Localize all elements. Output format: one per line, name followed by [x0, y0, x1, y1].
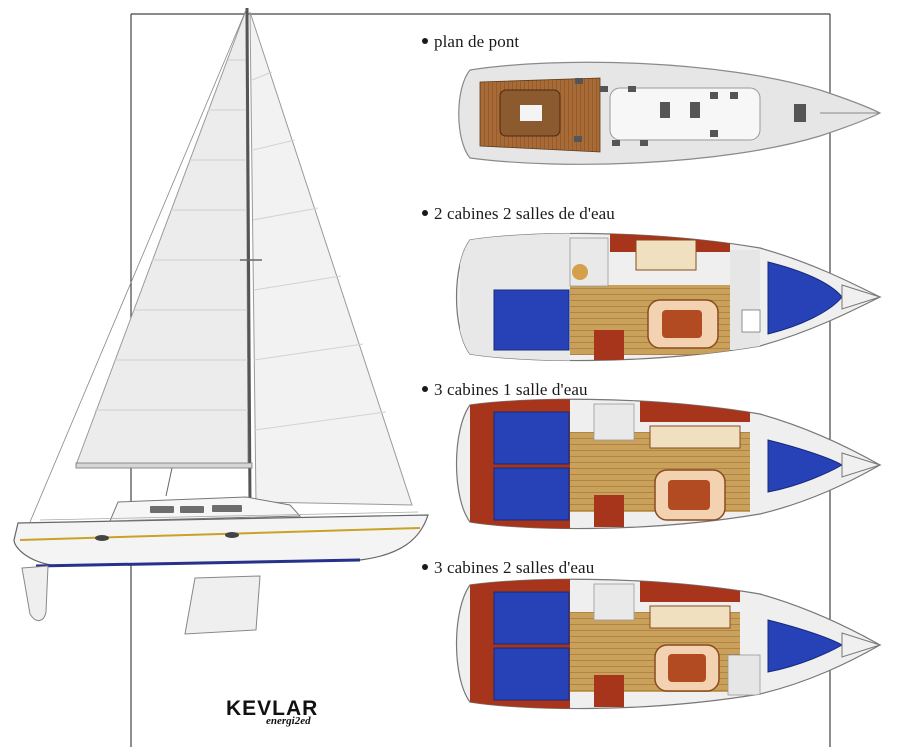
label-text: plan de pont — [434, 32, 520, 51]
sailboat-profile — [13, 7, 429, 635]
label-layout-3-cabins-1-head: 3 cabines 1 salle d'eau — [422, 380, 588, 400]
label-deck-plan: plan de pont — [422, 32, 519, 52]
logo-tagline: energi2ed — [266, 715, 311, 727]
layout-3-cabins-1-head-drawing — [455, 398, 882, 530]
bullet-icon — [422, 564, 428, 571]
deck-plan-drawing — [458, 61, 882, 165]
layout-3-cabins-2-heads-drawing — [455, 578, 882, 710]
logo-brand: KEVLAR — [226, 697, 319, 720]
label-layout-2-cabins: 2 cabines 2 salles de d'eau — [422, 204, 615, 224]
layout-2-cabins-drawing — [455, 232, 882, 362]
kevlar-logo: KEVLAR energi2ed — [226, 697, 319, 727]
label-text: 2 cabines 2 salles de d'eau — [434, 204, 615, 223]
bullet-icon — [422, 38, 428, 45]
label-text: 3 cabines 2 salles d'eau — [434, 558, 595, 577]
bullet-icon — [422, 386, 428, 393]
label-layout-3-cabins-2-heads: 3 cabines 2 salles d'eau — [422, 558, 594, 578]
label-text: 3 cabines 1 salle d'eau — [434, 380, 588, 399]
bullet-icon — [422, 210, 428, 217]
